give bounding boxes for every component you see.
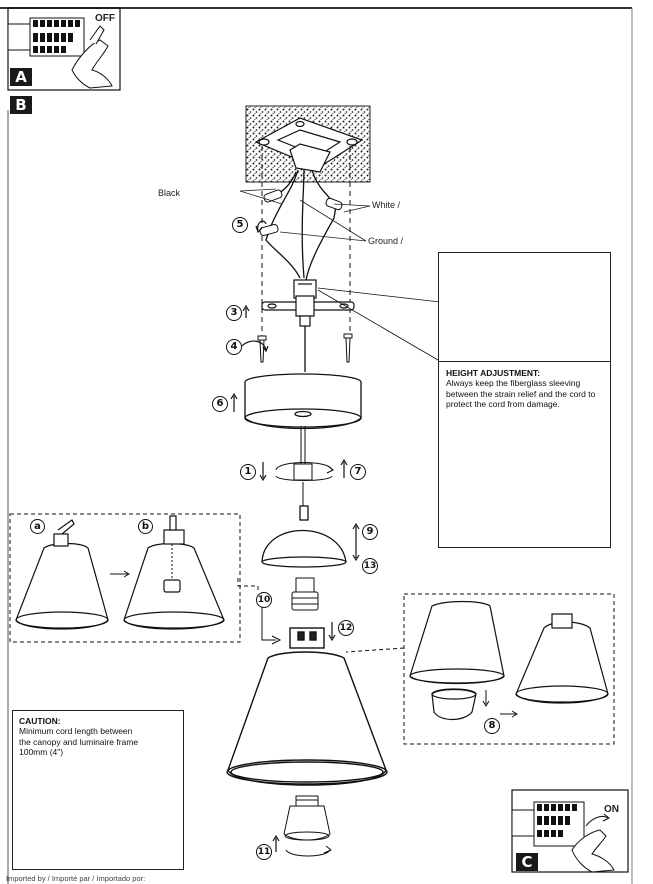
caution-line-1: Minimum cord length between [19,726,133,736]
mounting-screws [257,333,353,363]
height-adjustment-line-1: Always keep the fiberglass sleeving [446,378,581,388]
dome-shade [261,505,347,568]
inset-shade-bracket-frame [9,513,241,643]
step-10: 10 [256,592,272,608]
off-label: OFF [95,13,115,24]
height-adjustment-box: HEIGHT ADJUSTMENT: Always keep the fiber… [438,252,611,548]
footer-imported-by: Imported by / Importé par / Importado po… [6,874,146,883]
wire-label-white: White / [372,200,401,210]
on-label: ON [604,804,619,815]
junction-box [254,117,364,173]
step-12: 12 [338,620,354,636]
step-1: 1 [240,464,256,480]
caution-title: CAUTION: [19,716,61,726]
step-3: 3 [226,305,242,321]
inset-step-b: b [138,519,153,534]
canopy [244,373,362,430]
gu10-bulb [283,795,331,841]
height-adjustment-title: HEIGHT ADJUSTMENT: [446,368,541,378]
caution-line-2: the canopy and luminaire frame [19,736,139,747]
main-shade [226,627,388,786]
step-7: 7 [350,464,366,480]
breaker-box-off-illustration [7,17,113,89]
height-adjustment-line-3: protect the cord from damage. [446,399,560,409]
caution-box: CAUTION: Minimum cord length between the… [12,710,184,870]
step-11: 11 [256,844,272,860]
inset-step-a: a [30,519,45,534]
panel-c-label: C [516,853,538,871]
step-6: 6 [212,396,228,412]
step-13: 13 [362,558,378,574]
wire-label-black: Black [158,188,181,198]
step-8: 8 [484,718,500,734]
panel-a-label: A [10,68,32,86]
breaker-box-on-illustration [511,801,615,873]
inset-shade-assembly-frame [403,593,615,745]
step-9: 9 [362,524,378,540]
wire-label-ground: Ground / [368,236,404,246]
panel-b-label: B [10,96,32,114]
height-adjustment-line-2: between the strain relief and the cord t… [446,388,596,399]
step-4: 4 [226,339,242,355]
step-5: 5 [232,217,248,233]
cord-grip [275,462,334,481]
caution-line-3: 100mm (4") [19,747,64,757]
lamp-socket [291,577,319,611]
